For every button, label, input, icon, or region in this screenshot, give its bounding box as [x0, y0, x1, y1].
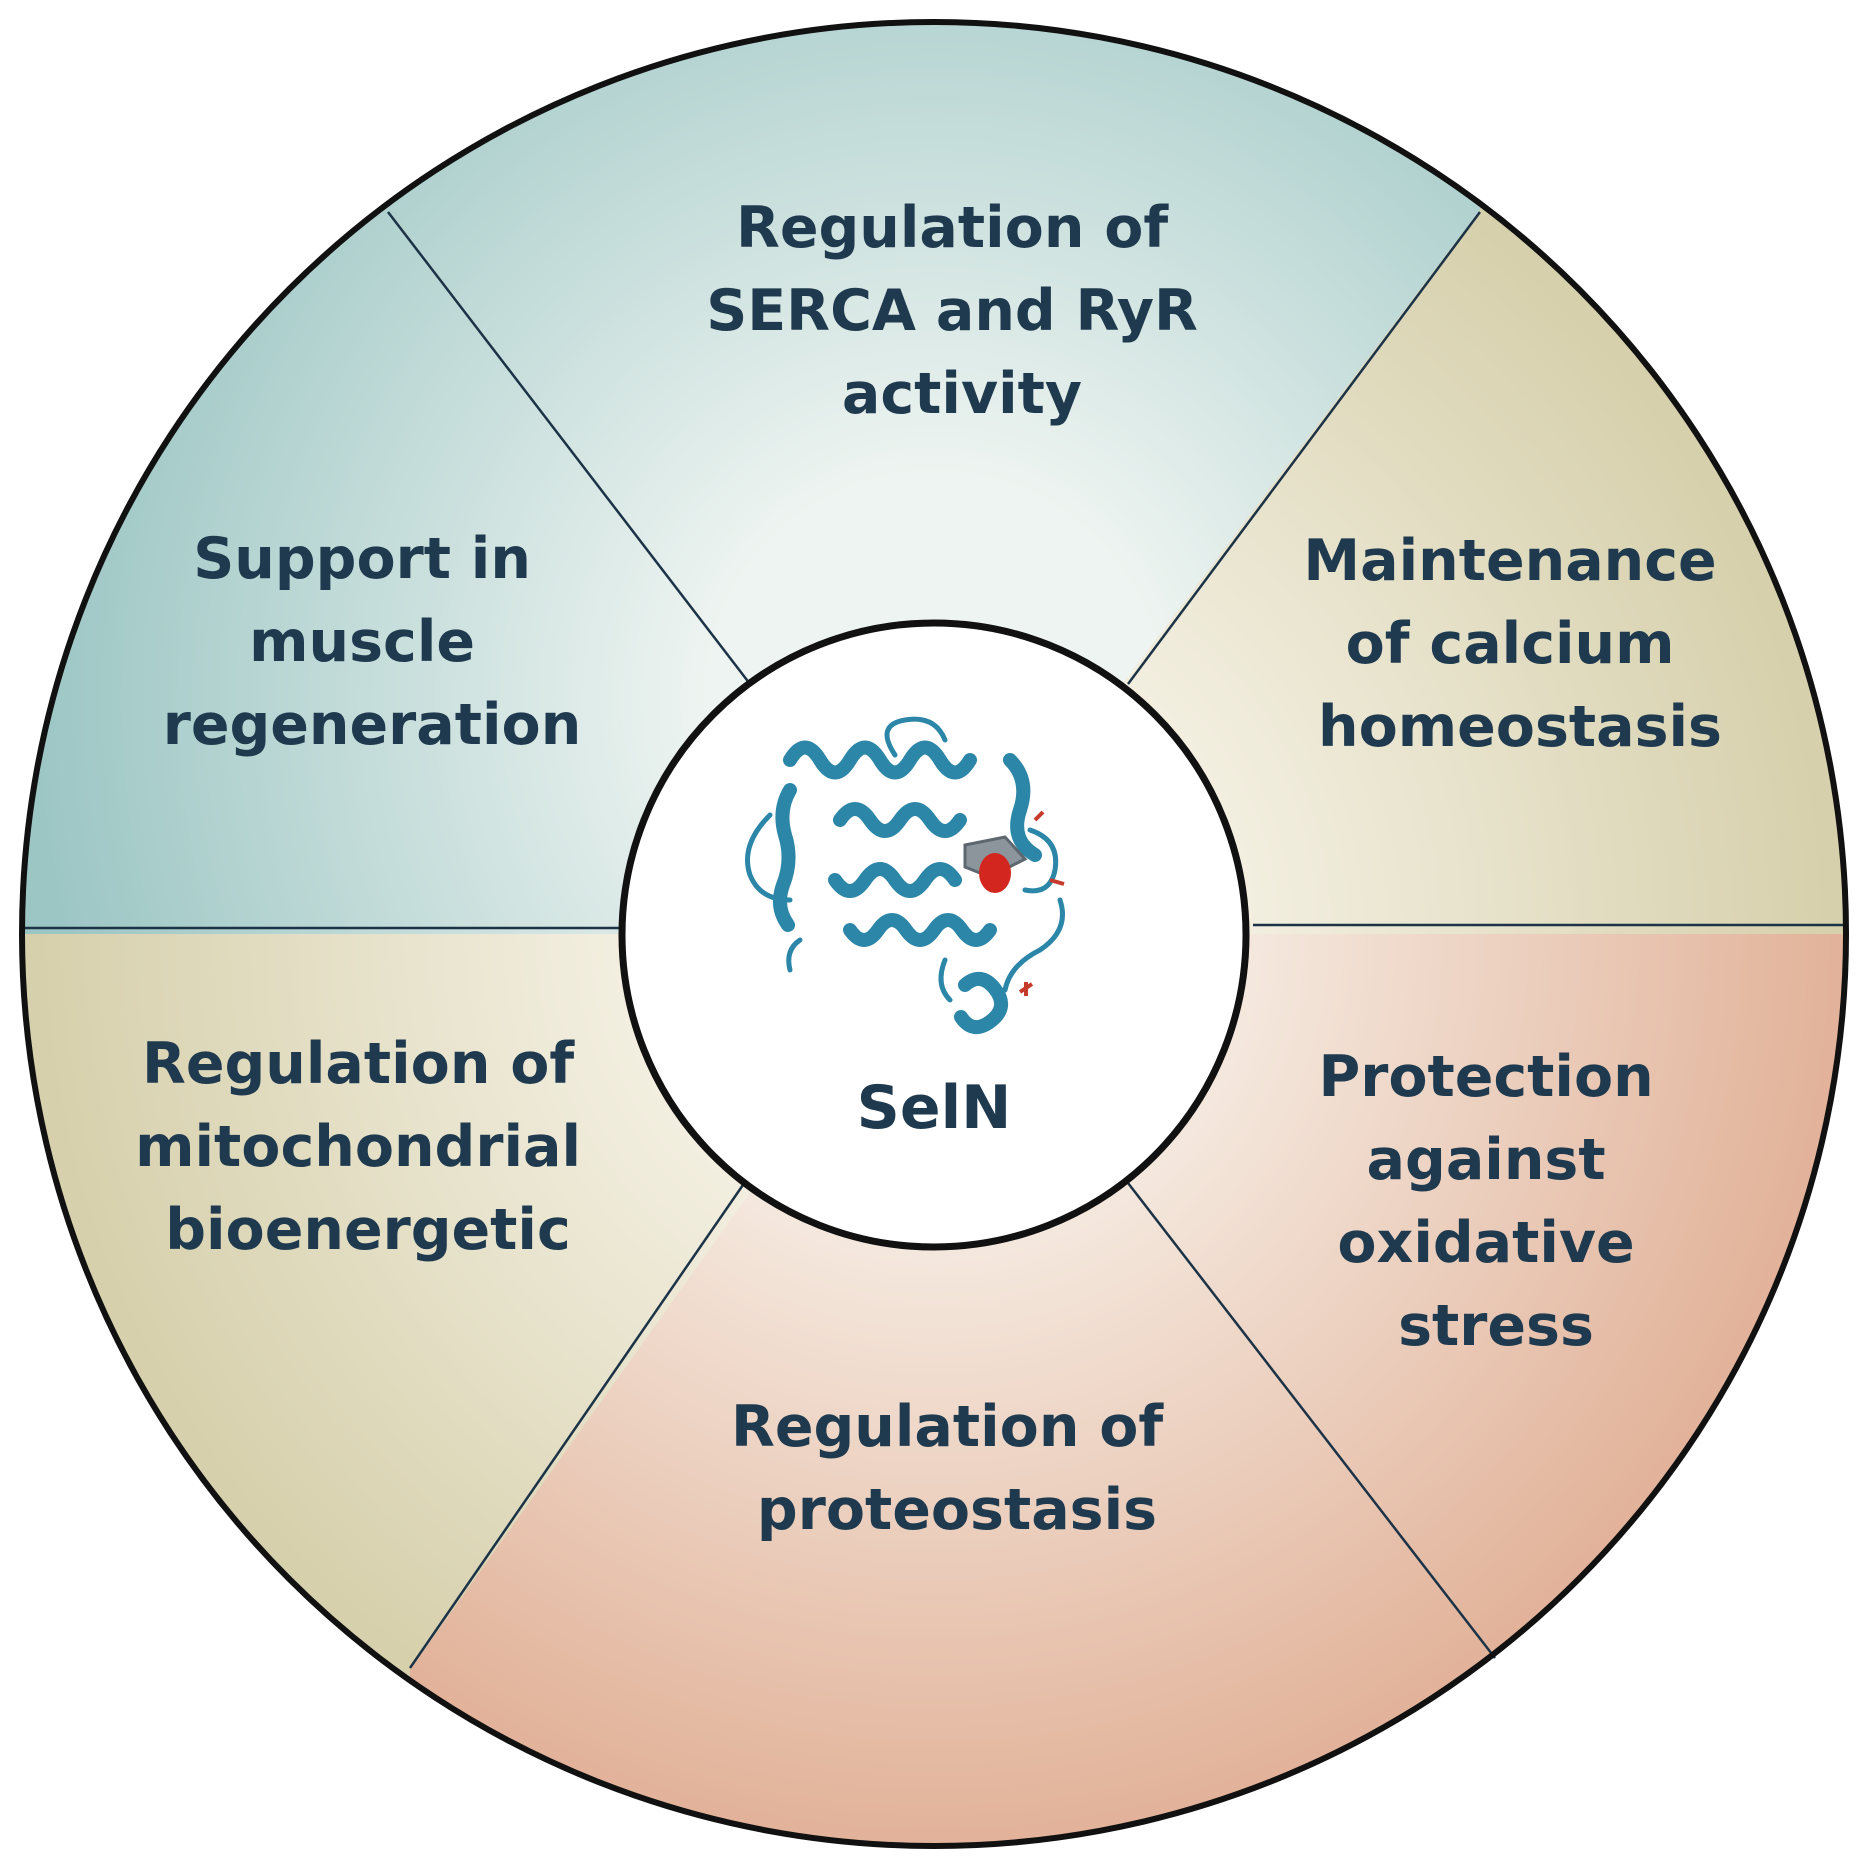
label-line: of calcium [1346, 611, 1675, 677]
segment-upper-left-label: Support in muscle regeneration [163, 526, 582, 758]
label-line: Regulation of [736, 195, 1169, 261]
label-line: Support in [193, 526, 531, 592]
label-line: mitochondrial [135, 1114, 581, 1180]
segment-dividers [22, 211, 1846, 1669]
outer-ring [19, 19, 1849, 1849]
label-line: regeneration [163, 692, 582, 758]
divider-line [408, 1181, 747, 1669]
segment-lower-left-label: Regulation of mitochondrial bioenergetic [135, 1031, 601, 1263]
segment-upper-right-label: Maintenance of calcium homeostasis [1303, 528, 1736, 760]
label-line: Regulation of [731, 1394, 1164, 1460]
label-line: oxidative [1337, 1210, 1634, 1276]
label-line: bioenergetic [165, 1197, 571, 1263]
label-line: homeostasis [1318, 694, 1722, 760]
label-line: against [1367, 1127, 1606, 1193]
heme-group-icon [963, 810, 1065, 996]
label-line: SERCA and RyR [706, 278, 1198, 344]
label-line: activity [842, 361, 1082, 427]
divider-line [1126, 211, 1482, 685]
label-line: muscle [249, 609, 475, 675]
label-line: Regulation of [142, 1031, 575, 1097]
segment-bottom-label: Regulation of proteostasis [731, 1394, 1183, 1543]
divider-line [1127, 1182, 1496, 1659]
segment-top-label: Regulation of SERCA and RyR activity [706, 195, 1218, 427]
center-hub: SelN [618, 619, 1250, 1251]
label-line: Protection [1318, 1044, 1653, 1110]
label-line: stress [1398, 1293, 1594, 1359]
label-line: Maintenance [1303, 528, 1716, 594]
label-line: proteostasis [757, 1477, 1157, 1543]
center-label: SelN [857, 1073, 1012, 1143]
segment-lower-right-label: Protection against oxidative stress [1318, 1044, 1673, 1359]
protein-structure-icon [745, 716, 1065, 1034]
segment-top-bg [390, 22, 1480, 934]
segment-bottom-bg [410, 934, 1500, 1846]
divider-line [387, 211, 751, 685]
